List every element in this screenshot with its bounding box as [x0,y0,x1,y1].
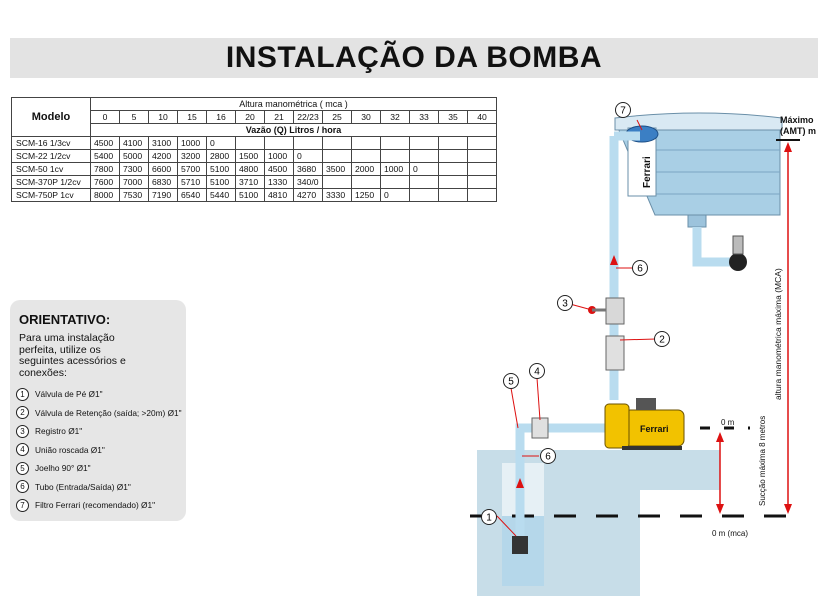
callout-number: 5 [508,377,514,388]
callout-number: 4 [534,367,540,378]
accessory-number: 1 [16,387,29,401]
accessory-item: 7 Filtro Ferrari (recomendado) Ø1" [16,496,184,515]
callout-circle [654,331,670,347]
callout-circle [615,102,631,118]
callout-number: 2 [659,335,665,346]
accessory-item: 6 Tubo (Entrada/Saída) Ø1" [16,478,184,497]
callout-number: 3 [562,299,568,310]
accessory-label: Tubo (Entrada/Saída) Ø1" [35,481,131,492]
accessory-item: 1 Válvula de Pé Ø1" [16,385,184,404]
accessory-number: 5 [16,461,29,475]
accessory-item: 5 Joelho 90° Ø1" [16,459,184,478]
callout-circle [481,509,497,525]
accessory-number: 7 [16,498,29,512]
flow-arrow [610,255,618,265]
model-name: SCM-750P 1cv [11,188,91,202]
tank-outlet [687,214,707,228]
union-fitting [531,417,549,439]
callout-circle [503,373,519,389]
foot-valve [512,536,528,554]
callout-circle [529,363,545,379]
flow-value: 6540 [177,188,207,202]
suction-pipe [515,423,608,540]
tank-top [614,112,783,131]
page-title: INSTALAÇÃO DA BOMBA [225,41,603,74]
flow-value [467,188,497,202]
amt-vertical-label: altura manométrica máxima (MCA) [773,268,783,400]
callout-circle [557,295,573,311]
accessory-label: Válvula de Pé Ø1" [35,389,103,400]
max-label-2: (AMT) m [780,126,816,136]
accessory-label: União roscada Ø1" [35,444,105,455]
pump-brand: Ferrari [640,424,669,434]
accessory-item: 4 União roscada Ø1" [16,441,184,460]
register-valve [605,297,625,325]
model-header: Modelo [11,97,91,137]
accessory-label: Registro Ø1" [35,426,83,437]
accessory-number: 6 [16,480,29,494]
flow-value: 8000 [90,188,120,202]
accessory-item: 3 Registro Ø1" [16,422,184,441]
callout-circle [540,448,556,464]
accessory-number: 4 [16,443,29,457]
orientativo-title: ORIENTATIVO: [19,312,111,327]
suction-label: Sucção máxima 8 metros [758,416,767,506]
tank-drain-pipe [692,227,740,267]
accessory-number: 3 [16,424,29,438]
check-valve [605,335,625,371]
callout-number: 7 [620,106,626,117]
zero-mca-label: 0 m (mca) [712,529,748,538]
callout-circle [632,260,648,276]
accessory-item: 2 Válvula de Retenção (saída; >20m) Ø1" [16,404,184,423]
accessory-label: Filtro Ferrari (recomendado) Ø1" [35,500,156,511]
zero-m-label: 0 m [721,418,735,427]
orientativo-panel: ORIENTATIVO: Para uma instalação perfeit… [10,300,186,521]
accessory-number: 2 [16,406,29,420]
title-bar: INSTALAÇÃO DA BOMBA [10,38,818,78]
flow-value: 3330 [322,188,352,202]
accessory-list: 1 Válvula de Pé Ø1" 2 Válvula de Retenção (… [16,385,184,515]
filter-brand: Ferrari [642,156,653,188]
orientativo-intro: Para uma instalação perfeita, utilize os… [19,332,126,379]
flow-value: 5440 [206,188,236,202]
flow-value: 5100 [235,188,265,202]
drain-valve [729,253,747,271]
pump-head [604,403,630,449]
callout-number: 6 [637,264,643,275]
accessory-label: Válvula de Retenção (saída; >20m) Ø1" [35,407,182,418]
max-label-1: Máximo [780,115,814,125]
callout-number: 1 [486,513,492,524]
accessory-label: Joelho 90° Ø1" [35,463,91,474]
callout-number: 6 [545,452,551,463]
